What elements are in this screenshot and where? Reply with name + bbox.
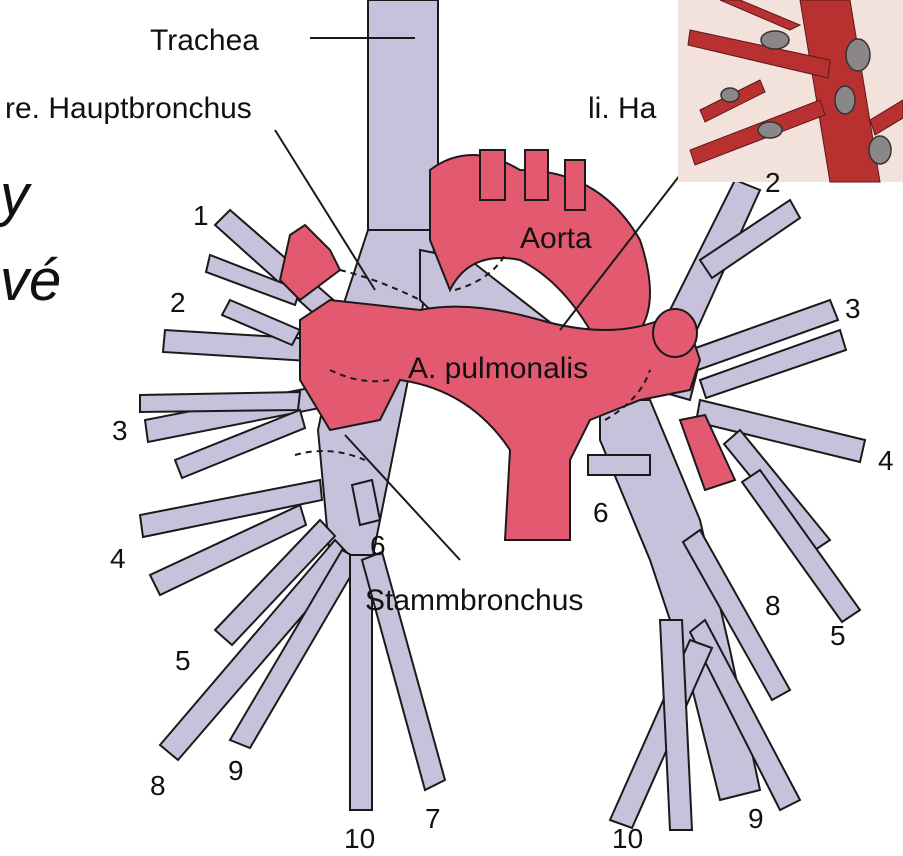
segment-left-9: 9 bbox=[748, 803, 764, 834]
segment-right-1: 1 bbox=[193, 200, 209, 231]
inset-photo bbox=[678, 0, 903, 182]
segment-left-10: 10 bbox=[612, 823, 643, 851]
trachea-shape bbox=[368, 0, 438, 240]
inset-clot-6 bbox=[721, 88, 739, 102]
segment-right-5: 5 bbox=[175, 645, 191, 676]
segment-right-7: 7 bbox=[425, 803, 441, 834]
segment-left-6: 6 bbox=[593, 497, 609, 528]
segment-right-3: 3 bbox=[112, 415, 128, 446]
right-branch-3b bbox=[140, 392, 300, 412]
segment-right-10: 10 bbox=[344, 823, 375, 851]
right-pulmonary-artery bbox=[280, 225, 340, 300]
segment-right-2: 2 bbox=[170, 287, 186, 318]
left-pulmonary-ring bbox=[653, 309, 697, 357]
segment-right-4: 4 bbox=[110, 543, 126, 574]
label-trachea: Trachea bbox=[150, 24, 259, 57]
segment-right-9: 9 bbox=[228, 755, 244, 786]
label-right-main-bronchus: re. Hauptbronchus bbox=[5, 92, 252, 125]
label-stem-bronchus: Stammbronchus bbox=[365, 584, 583, 617]
label-pulmonary-artery: A. pulmonalis bbox=[408, 352, 588, 385]
aortic-branch-2 bbox=[525, 150, 548, 200]
segment-left-2: 2 bbox=[765, 167, 781, 198]
aortic-branch-1 bbox=[480, 150, 505, 200]
aortic-branch-3 bbox=[565, 160, 585, 210]
segment-left-3: 3 bbox=[845, 293, 861, 324]
label-left-main-bronchus: li. Ha bbox=[588, 92, 657, 125]
label-aorta: Aorta bbox=[520, 222, 592, 255]
segment-left-5: 5 bbox=[830, 620, 846, 651]
side-text-line2: vé bbox=[0, 248, 61, 313]
inset-clot-5 bbox=[869, 136, 891, 164]
segment-right-8: 8 bbox=[150, 770, 166, 801]
inset-clot-3 bbox=[835, 86, 855, 114]
inset-clot-2 bbox=[846, 39, 870, 71]
segment-right-6: 6 bbox=[370, 530, 386, 561]
segment-left-4: 4 bbox=[878, 445, 894, 476]
side-text-line1: y bbox=[0, 163, 32, 228]
inset-clot-4 bbox=[758, 122, 782, 138]
segment-left-8: 8 bbox=[765, 590, 781, 621]
left-branch-6 bbox=[588, 455, 650, 475]
left-branch-10 bbox=[610, 640, 712, 828]
left-branch-5 bbox=[742, 470, 860, 622]
inset-clot-1 bbox=[761, 31, 789, 49]
